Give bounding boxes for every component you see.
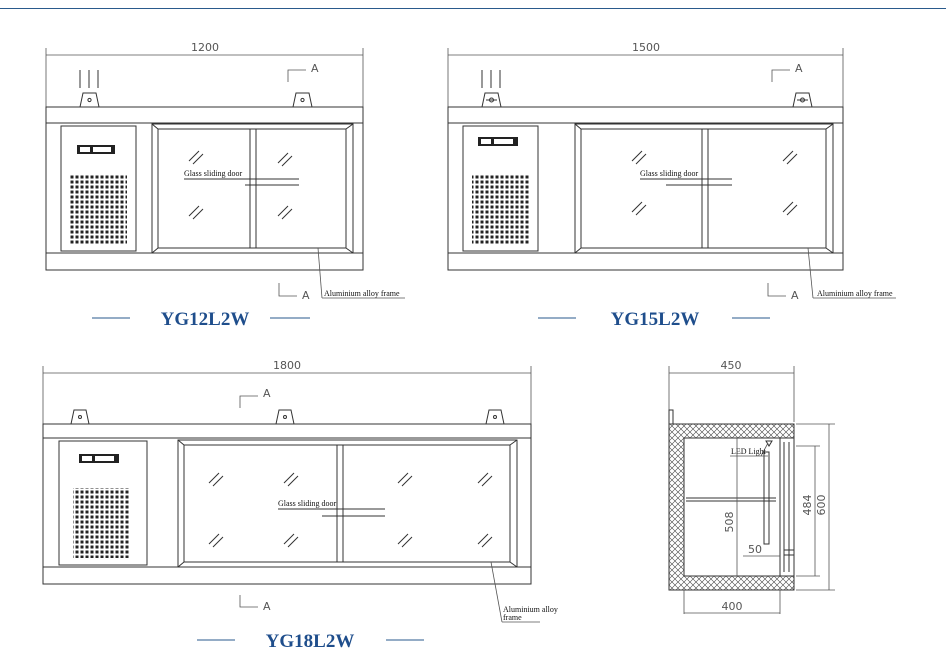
- section-a-bottom: A: [791, 289, 799, 302]
- section-marker-top: [239, 395, 258, 408]
- section-marker-bottom: [767, 283, 786, 297]
- aluminium-frame: [151, 123, 354, 254]
- hinge-bracket: [79, 92, 100, 108]
- unit-yg18l2w: 1800 A: [42, 359, 558, 652]
- base-plinth: [42, 566, 532, 585]
- hinge-bracket: [485, 409, 505, 425]
- base-plinth: [45, 252, 364, 271]
- label-aluminium-frame-cont: frame: [503, 613, 522, 622]
- aluminium-frame: [574, 123, 834, 254]
- aluminium-frame: [177, 439, 518, 568]
- top-rule: [0, 8, 946, 9]
- label-glass-sliding-door: Glass sliding door: [278, 499, 337, 508]
- vent-grille: [472, 174, 529, 244]
- vent-grille: [73, 488, 130, 558]
- glass-hatch: [208, 472, 493, 548]
- label-aluminium-frame: Aluminium alloy frame: [324, 289, 400, 298]
- section-a-top: A: [263, 387, 271, 400]
- dim-450: 450: [721, 359, 742, 372]
- model-title: YG15L2W: [611, 309, 700, 330]
- section-a-bottom: A: [302, 289, 310, 302]
- unit-yg15l2w: 1500 A Glass sli: [447, 41, 896, 330]
- top-cover: [447, 106, 844, 124]
- label-aluminium-frame: Aluminium alloy: [503, 605, 558, 614]
- machine-panel: [58, 440, 148, 566]
- section-view: 450 LED Light 508 50 484: [668, 359, 835, 614]
- glass-hatch: [631, 150, 798, 216]
- machine-panel: [462, 125, 539, 252]
- dim-400: 400: [722, 600, 743, 613]
- label-glass-sliding-door: Glass sliding door: [640, 169, 699, 178]
- model-title: YG18L2W: [266, 631, 355, 652]
- vent-grille: [70, 174, 127, 244]
- top-cover: [42, 423, 532, 439]
- hinge-bracket: [292, 92, 313, 108]
- dim-1200: 1200: [191, 41, 219, 54]
- section-marker-bottom: [278, 283, 297, 297]
- section-a-top: A: [795, 62, 803, 75]
- label-glass-sliding-door: Glass sliding door: [184, 169, 243, 178]
- dim-1500: 1500: [632, 41, 660, 54]
- glass-hatch: [188, 150, 293, 220]
- dim-1800: 1800: [273, 359, 301, 372]
- base-plinth: [447, 252, 844, 271]
- section-marker-bottom: [239, 595, 258, 608]
- model-title: YG12L2W: [161, 309, 250, 330]
- section-a-bottom: A: [263, 600, 271, 613]
- hinge-bracket: [275, 409, 295, 425]
- label-led-light: LED Light: [731, 447, 767, 456]
- label-aluminium-frame: Aluminium alloy frame: [817, 289, 893, 298]
- unit-yg12l2w: 1200 A: [45, 41, 405, 330]
- dim-600: 600: [815, 495, 828, 516]
- dim-508: 508: [723, 512, 736, 533]
- section-a-top: A: [311, 62, 319, 75]
- machine-panel: [60, 125, 137, 252]
- dim-484: 484: [801, 495, 814, 516]
- section-marker-top: [287, 69, 306, 82]
- dim-50: 50: [748, 543, 762, 556]
- section-marker-top: [771, 69, 790, 82]
- hinge-bracket: [70, 409, 90, 425]
- top-cover: [45, 106, 364, 124]
